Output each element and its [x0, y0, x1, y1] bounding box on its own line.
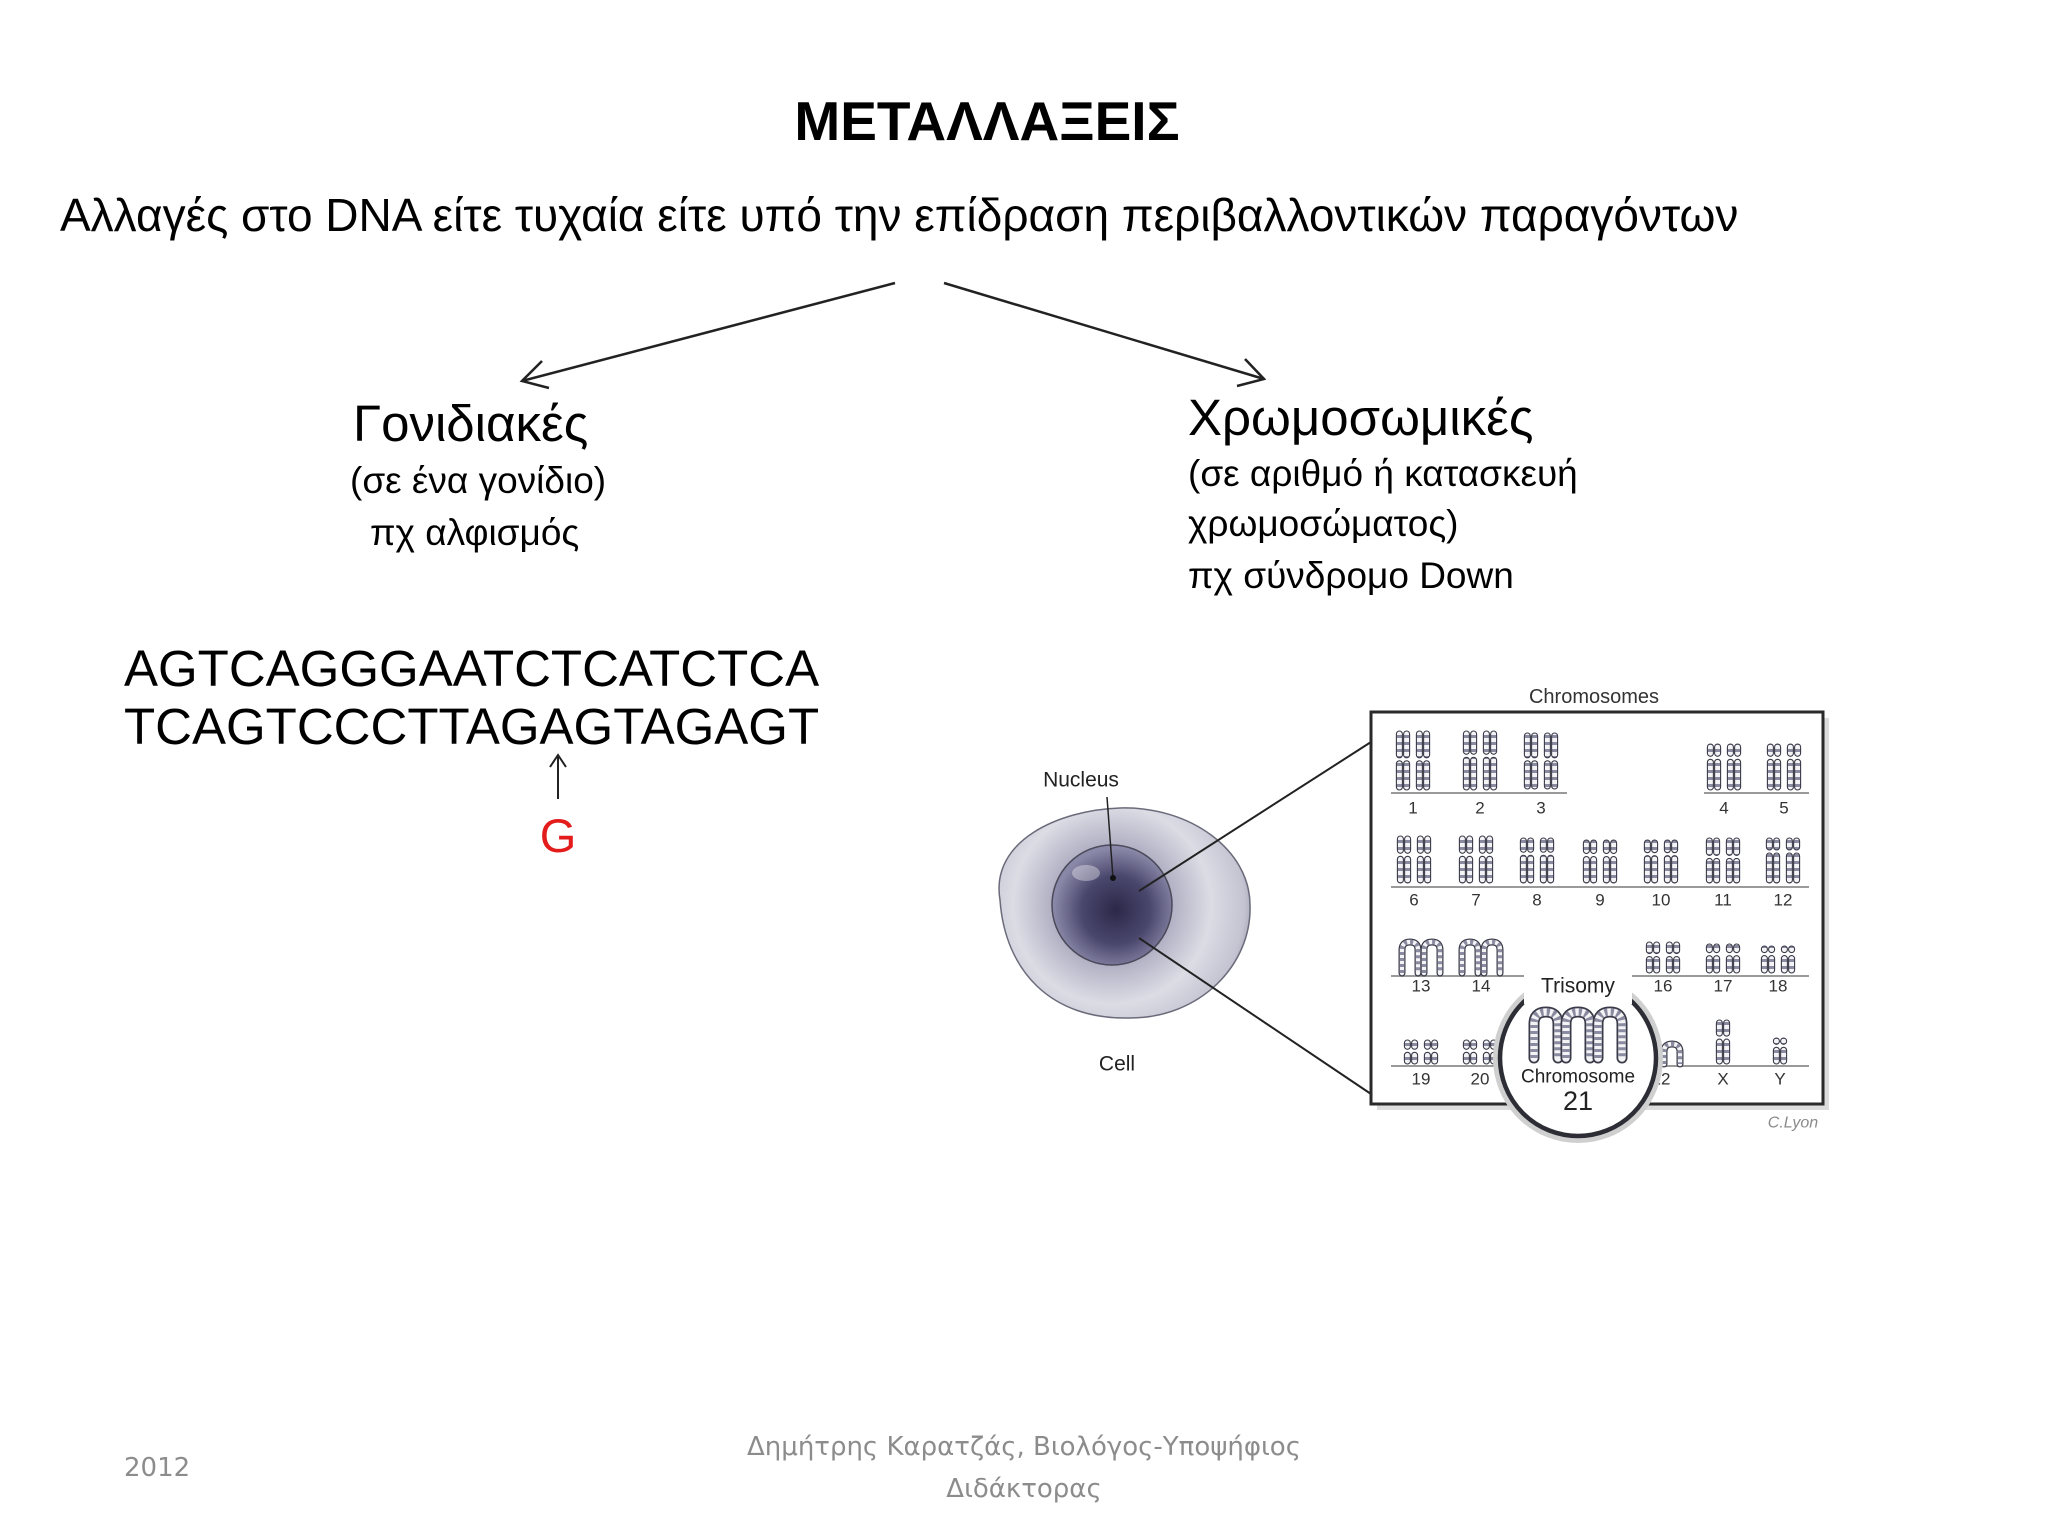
- chromosome-21-copy-2: [1560, 1006, 1596, 1064]
- chromosome-pair-18: [1760, 945, 1796, 974]
- nucleus-label: Nucleus: [1043, 769, 1119, 792]
- cell-illustration: Nucleus Cell: [998, 769, 1251, 1076]
- chromosome-pair-19: [1403, 1039, 1439, 1065]
- chromosome-label-13: 13: [1412, 977, 1431, 996]
- chromosome-label-7: 7: [1471, 891, 1480, 910]
- chromosome-label-17: 17: [1714, 977, 1733, 996]
- chromosome-pair-2: [1462, 730, 1498, 791]
- footer-author-line1: Δημήτρης Καρατζάς, Βιολόγος-Υποψήφιος: [747, 1432, 1301, 1462]
- chromosome-pair-20: [1462, 1039, 1498, 1065]
- chromosome-21-copy-1: [1528, 1006, 1564, 1064]
- dna-strand-bottom: TCAGTCCCTTAGAGTAGAGT: [124, 698, 820, 755]
- chromosome-label-11: 11: [1714, 891, 1732, 910]
- chromosome-label-20: 20: [1471, 1070, 1490, 1089]
- substituted-base: G: [539, 809, 577, 862]
- chromosome-label-4: 4: [1719, 799, 1728, 818]
- chromosome-pair-17: [1705, 943, 1741, 974]
- chromosome-label-14: 14: [1472, 977, 1491, 996]
- illustrator-signature: C.Lyon: [1768, 1115, 1819, 1132]
- chromosome-pair-x: [1715, 1019, 1731, 1065]
- footer-author-line2: Διδάκτορας: [946, 1474, 1102, 1504]
- gene-mutations-example: πχ αλφισμός: [370, 512, 580, 553]
- chromosome-label-18: 18: [1769, 977, 1788, 996]
- branch-arrow-right: [943, 281, 1267, 388]
- chromosome-pair-1: [1395, 730, 1431, 791]
- zoom-connector-lines: [1138, 741, 1372, 1095]
- chromosome-label-3: 3: [1536, 799, 1545, 818]
- chromosome-label-16: 16: [1654, 977, 1673, 996]
- chromosome-21-trio: [1528, 1006, 1628, 1064]
- slide-subtitle: Αλλαγές στο DNA είτε τυχαία είτε υπό την…: [60, 189, 1739, 241]
- dna-strand-top: AGTCAGGGAATCTCATCTCA: [124, 640, 820, 697]
- chromosome-label-10: 10: [1652, 891, 1671, 910]
- chromosomal-mutations-example: πχ σύνδρομο Down: [1188, 555, 1514, 596]
- chromosome-pair-y: [1772, 1037, 1788, 1065]
- chromosome-label-5: 5: [1779, 799, 1788, 818]
- chromosome-pair-11: [1705, 837, 1741, 884]
- chromosome-pair-14: [1458, 938, 1504, 977]
- chromosome-pair-12: [1765, 837, 1801, 884]
- chromosome-pair-3: [1523, 732, 1559, 790]
- chromosome-21-copy-3: [1592, 1006, 1628, 1064]
- nucleus: [1051, 844, 1173, 966]
- trisomy-callout: Trisomy Chromosome 21: [1493, 966, 1663, 1143]
- chromosome-pair-8: [1519, 837, 1555, 884]
- chromosome-pair-13: [1398, 938, 1444, 977]
- callout-label: Trisomy: [1541, 975, 1615, 998]
- chromosomal-mutations-detail-line1: (σε αριθμό ή κατασκευή: [1188, 453, 1578, 494]
- chromosome-pair-5: [1766, 743, 1802, 791]
- chromosomal-mutations-heading: Χρωμοσωμικές: [1188, 389, 1534, 446]
- chromosome-label-9: 9: [1595, 891, 1604, 910]
- callout-caption: Chromosome: [1521, 1067, 1635, 1088]
- branch-arrow-left: [519, 281, 896, 390]
- chromosome-pair-10: [1643, 839, 1679, 884]
- chromosomal-mutations-detail-line2: χρωμοσώματος): [1188, 503, 1459, 544]
- chromosome-label-19: 19: [1412, 1070, 1431, 1089]
- karyotype-title: Chromosomes: [1529, 686, 1659, 708]
- footer-year: 2012: [124, 1453, 191, 1483]
- chromosome-label-x: X: [1717, 1070, 1728, 1089]
- chromosome-pair-7: [1458, 835, 1494, 884]
- chromosome-pair-16: [1645, 941, 1681, 974]
- slide-title: ΜΕΤΑΛΛΑΞΕΙΣ: [794, 90, 1180, 152]
- nucleus-highlight: [1072, 865, 1100, 881]
- gene-mutations-heading: Γονιδιακές: [353, 395, 589, 452]
- chromosome-pair-9: [1582, 839, 1618, 884]
- gene-mutations-detail: (σε ένα γονίδιο): [350, 460, 607, 501]
- chromosome-pair-6: [1396, 835, 1432, 884]
- chromosome-label-12: 12: [1774, 891, 1793, 910]
- mutation-pointer-arrow: [549, 753, 567, 799]
- chromosome-label-2: 2: [1475, 799, 1484, 818]
- chromosome-label-6: 6: [1409, 891, 1418, 910]
- nucleus-pointer-line: [1106, 796, 1114, 879]
- chromosome-label-8: 8: [1532, 891, 1541, 910]
- nucleus-pointer-dot: [1110, 875, 1116, 881]
- callout-number: 21: [1563, 1086, 1593, 1116]
- cell-label: Cell: [1099, 1053, 1135, 1076]
- chromosome-label-y: Y: [1774, 1070, 1785, 1089]
- chromosome-label-1: 1: [1408, 799, 1417, 818]
- chromosome-pair-4: [1706, 743, 1742, 791]
